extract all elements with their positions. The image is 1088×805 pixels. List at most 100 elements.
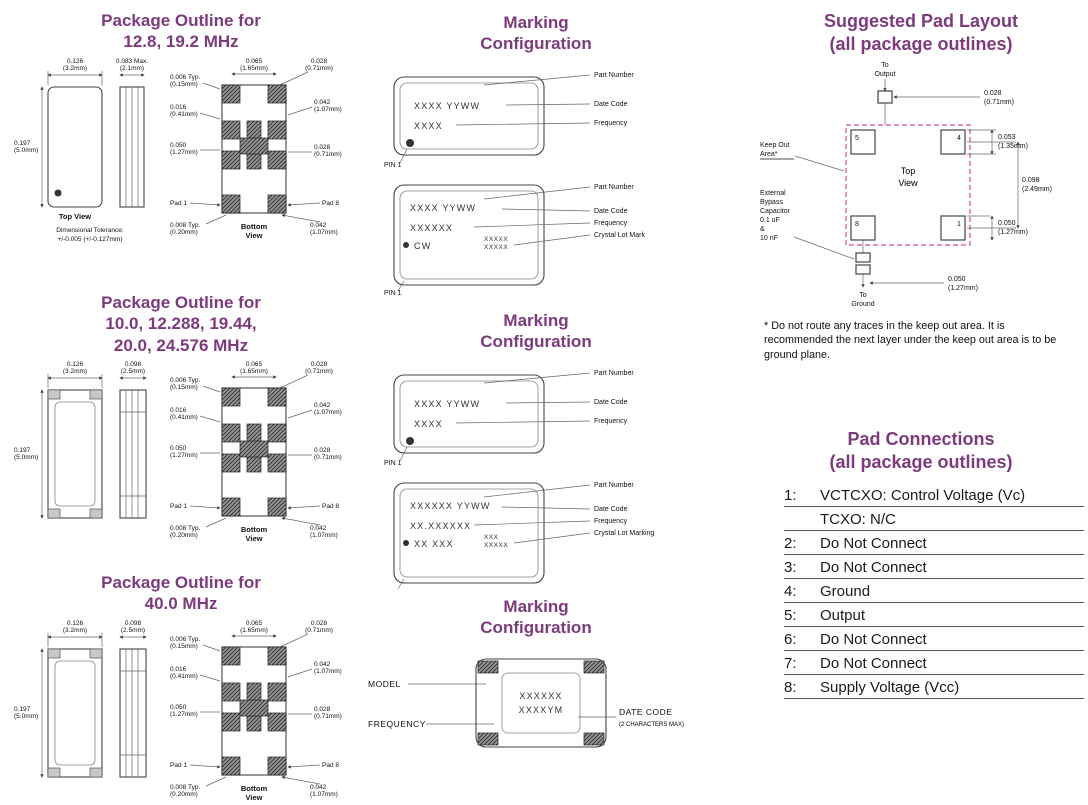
package-top-view <box>47 647 103 778</box>
lot-mark-text: XXX <box>484 534 499 541</box>
marking-diagram: XXXXXX YYWW XX.XXXXXX XX XXX XXX XXXXX P… <box>392 481 654 589</box>
pkg3-heading: Package Outline for 40.0 MHz <box>6 572 356 615</box>
dimension-lines <box>189 633 321 786</box>
dim-unit: (2.5mm) <box>121 627 145 634</box>
section-marking-3: Marking Configuration MODEL FREQUENCY <box>366 596 706 757</box>
bypass-cap-pad <box>855 252 871 263</box>
pad-function-cell: VCTCXO: Control Voltage (Vc) <box>820 487 1026 504</box>
heading-line: 10.0, 12.288, 19.44, <box>105 314 257 334</box>
package-top-side-view-diagram: 0.126 (3.2mm) 0.197 (5.0mm) Top View 0.0… <box>14 58 148 243</box>
pad-number-cell: 6: <box>784 631 797 648</box>
dim-unit: (0.41mm) <box>170 414 198 421</box>
keep-out-area <box>845 124 971 246</box>
dim-label: 0.197 <box>14 140 31 147</box>
bypass-label: 10 nF <box>760 235 778 242</box>
heading-line: (all package outlines) <box>829 33 1013 54</box>
dim-label: 0.050 <box>998 220 1016 227</box>
dim-unit: (0.71mm) <box>305 627 333 634</box>
bypass-label: 0.1 uF <box>760 217 780 224</box>
package-outline-column: Package Outline for 12.8, 19.2 MHz 0.126… <box>6 0 356 804</box>
callout-label: Date Code <box>594 506 628 513</box>
dim-label: 0.053 <box>998 134 1016 141</box>
dim-label: 0.065 <box>246 58 263 65</box>
package-side-view <box>119 85 145 208</box>
callout-lines <box>397 484 590 589</box>
package-inner-outline <box>399 82 538 149</box>
marking-text: XXXXXX YYWW <box>410 501 491 511</box>
package-bottom-view-diagram: 0.065 (1.65mm) 0.028 (0.71mm) <box>170 361 342 543</box>
heading-line: Package Outline for <box>101 293 261 312</box>
marking-text: XXXXYM <box>519 705 564 715</box>
heading-line: Marking <box>503 13 569 32</box>
dim-label: 0.008 Typ. <box>170 222 200 229</box>
pad1-label: Pad 1 <box>170 200 187 207</box>
bypass-label: Bypass <box>760 199 783 206</box>
heading-line: Marking <box>503 311 569 330</box>
dim-unit: (1.27mm) <box>998 229 1028 236</box>
caption-label: Bottom <box>241 784 268 793</box>
dim-unit: (2.49mm) <box>1022 186 1052 193</box>
callout-lines <box>408 683 616 724</box>
dim-label: 0.042 <box>310 222 327 229</box>
pad-number: 8 <box>855 221 859 228</box>
dim-label: 0.197 <box>14 447 31 454</box>
dim-label: 0.016 <box>170 104 187 111</box>
keep-out-label: Area* <box>760 151 778 158</box>
marking-diagram-40mhz: MODEL FREQUENCY XXXXXX XXXXYM DAT <box>368 657 684 748</box>
dimension-lines <box>189 374 321 528</box>
dim-unit: (0.15mm) <box>170 643 198 650</box>
dim-label: 0.042 <box>314 99 331 106</box>
dim-label: 0.042 <box>314 661 331 668</box>
pad-number-cell: 7: <box>784 655 797 672</box>
package-side-view <box>119 647 147 778</box>
dim-unit: (0.71mm) <box>984 99 1014 106</box>
keep-out-note: * Do not route any traces in the keep ou… <box>764 320 1057 361</box>
pad-connection-row: TCXO: N/C <box>784 507 1084 531</box>
dimension-lines <box>40 632 147 778</box>
package-top-side-view-diagram: 0.126 (3.2mm) 0.197 (5.0mm) 0.098 (2.5 <box>14 620 147 778</box>
caption-label: Bottom <box>241 525 268 534</box>
date-code-label: DATE CODE <box>619 707 672 717</box>
heading-line: Package Outline for <box>101 573 261 592</box>
pad-connection-row: 6: Do Not Connect <box>784 627 1084 651</box>
callout-lines <box>397 186 590 291</box>
callout-label: Frequency <box>594 418 628 425</box>
package-outline <box>392 481 545 584</box>
dim-label: 0.006 Typ. <box>170 636 200 643</box>
marking2-heading: Marking Configuration <box>366 310 706 353</box>
pad-connection-row: 2: Do Not Connect <box>784 531 1084 555</box>
dim-unit: (3.2mm) <box>63 65 87 72</box>
pad-number-cell: 2: <box>784 535 797 552</box>
caption-label: View <box>246 793 263 802</box>
dim-label: 0.126 <box>67 58 84 65</box>
dim-unit: (0.71mm) <box>314 151 342 158</box>
dim-label: 0.028 <box>984 90 1002 97</box>
package-top-side-view-diagram: 0.126 (3.2mm) 0.197 (5.0mm) 0.098 (2.5 <box>14 361 147 519</box>
dim-label: 0.050 <box>170 704 187 711</box>
marking-diagram: XXXX YYWW XXXXXX CW XXXXX XXXXX Part Num… <box>384 184 645 297</box>
pad-function-cell: Do Not Connect <box>820 631 927 648</box>
heading-line: 12.8, 19.2 MHz <box>123 32 239 52</box>
callout-lines <box>399 372 590 461</box>
marking1-heading: Marking Configuration <box>366 12 706 55</box>
heading-line: Pad Connections <box>847 429 995 449</box>
pad1-label: Pad 1 <box>170 503 187 510</box>
dim-unit: (2.1mm) <box>120 65 144 72</box>
pad-number: 4 <box>957 135 961 142</box>
pad-connections-table: 1: VCTCXO: Control Voltage (Vc) TCXO: N/… <box>784 483 1084 699</box>
callout-label: Crystal Lot Marking <box>594 530 654 537</box>
dim-unit: (1.27mm) <box>948 285 978 292</box>
dim-unit: (1.27mm) <box>170 149 198 156</box>
pin1-label: PIN 1 <box>384 460 402 467</box>
pkg2-drawings: 0.126 (3.2mm) 0.197 (5.0mm) 0.098 (2.5 <box>6 360 356 546</box>
section-marking-1: Marking Configuration XXXX YYWW XXXX Par… <box>366 12 706 297</box>
dim-label: 0.016 <box>170 407 187 414</box>
bypass-cap-pad <box>855 264 871 275</box>
dim-unit: (0.41mm) <box>170 673 198 680</box>
pkg2-heading: Package Outline for 10.0, 12.288, 19.44,… <box>6 292 356 356</box>
to-output-label: To <box>881 62 889 69</box>
pin1-dot <box>405 138 414 147</box>
section-pad-connections: Pad Connections (all package outlines) 1… <box>758 428 1084 699</box>
pad-connections-heading: Pad Connections (all package outlines) <box>758 428 1084 473</box>
package-inner-outline <box>399 488 538 577</box>
